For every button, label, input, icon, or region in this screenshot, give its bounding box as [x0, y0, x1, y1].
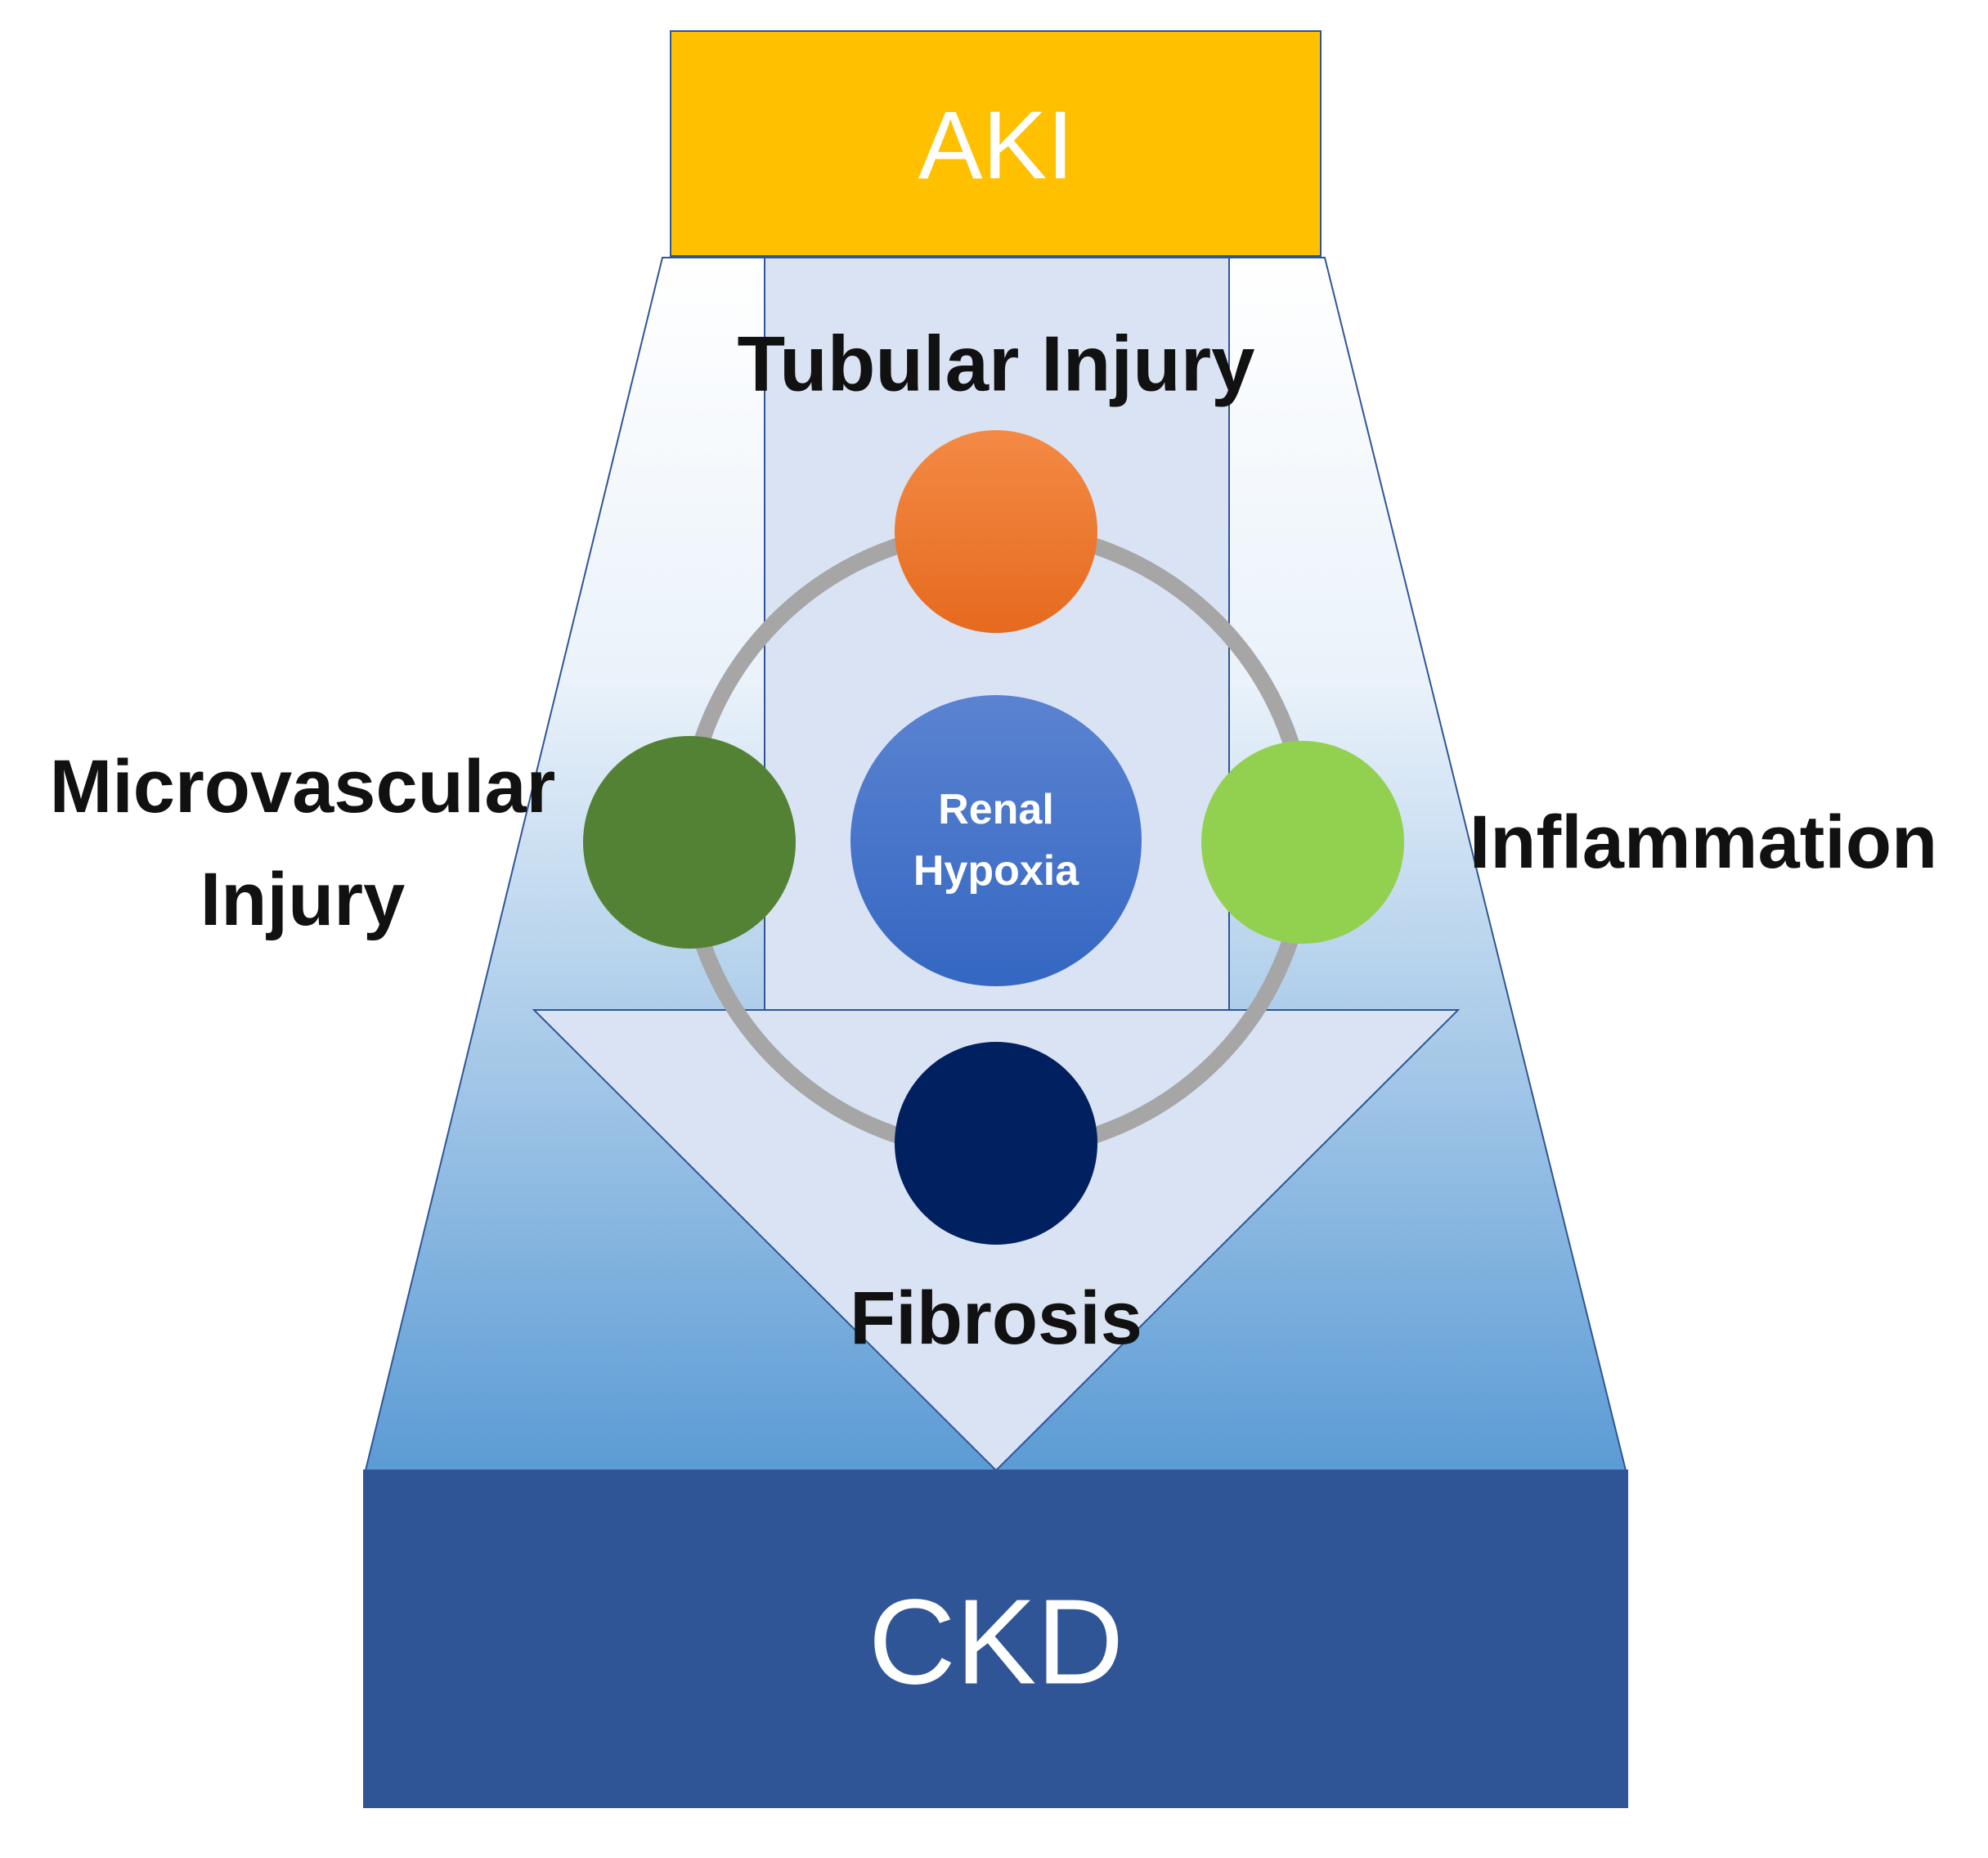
microvascular-injury-label-line1: Microvascular — [50, 745, 556, 828]
fibrosis-node — [895, 1042, 1097, 1245]
tubular-injury-node — [895, 430, 1097, 633]
microvascular-injury-node — [583, 736, 796, 949]
microvascular-injury-label-line2: Injury — [200, 858, 405, 941]
inflammation-node — [1201, 741, 1404, 944]
inflammation-label: Inflammation — [1470, 801, 1937, 884]
aki-box — [670, 30, 1322, 257]
fibrosis-label: Fibrosis — [850, 1277, 1142, 1360]
aki-label: AKI — [918, 92, 1074, 200]
renal-hypoxia-label-line2: Hypoxia — [913, 847, 1079, 895]
tubular-injury-label: Tubular Injury — [738, 321, 1255, 408]
renal-hypoxia-label-line1: Renal — [938, 786, 1054, 833]
renal-hypoxia-node — [850, 695, 1142, 986]
ckd-box — [363, 1470, 1628, 1808]
ckd-label: CKD — [868, 1575, 1124, 1710]
